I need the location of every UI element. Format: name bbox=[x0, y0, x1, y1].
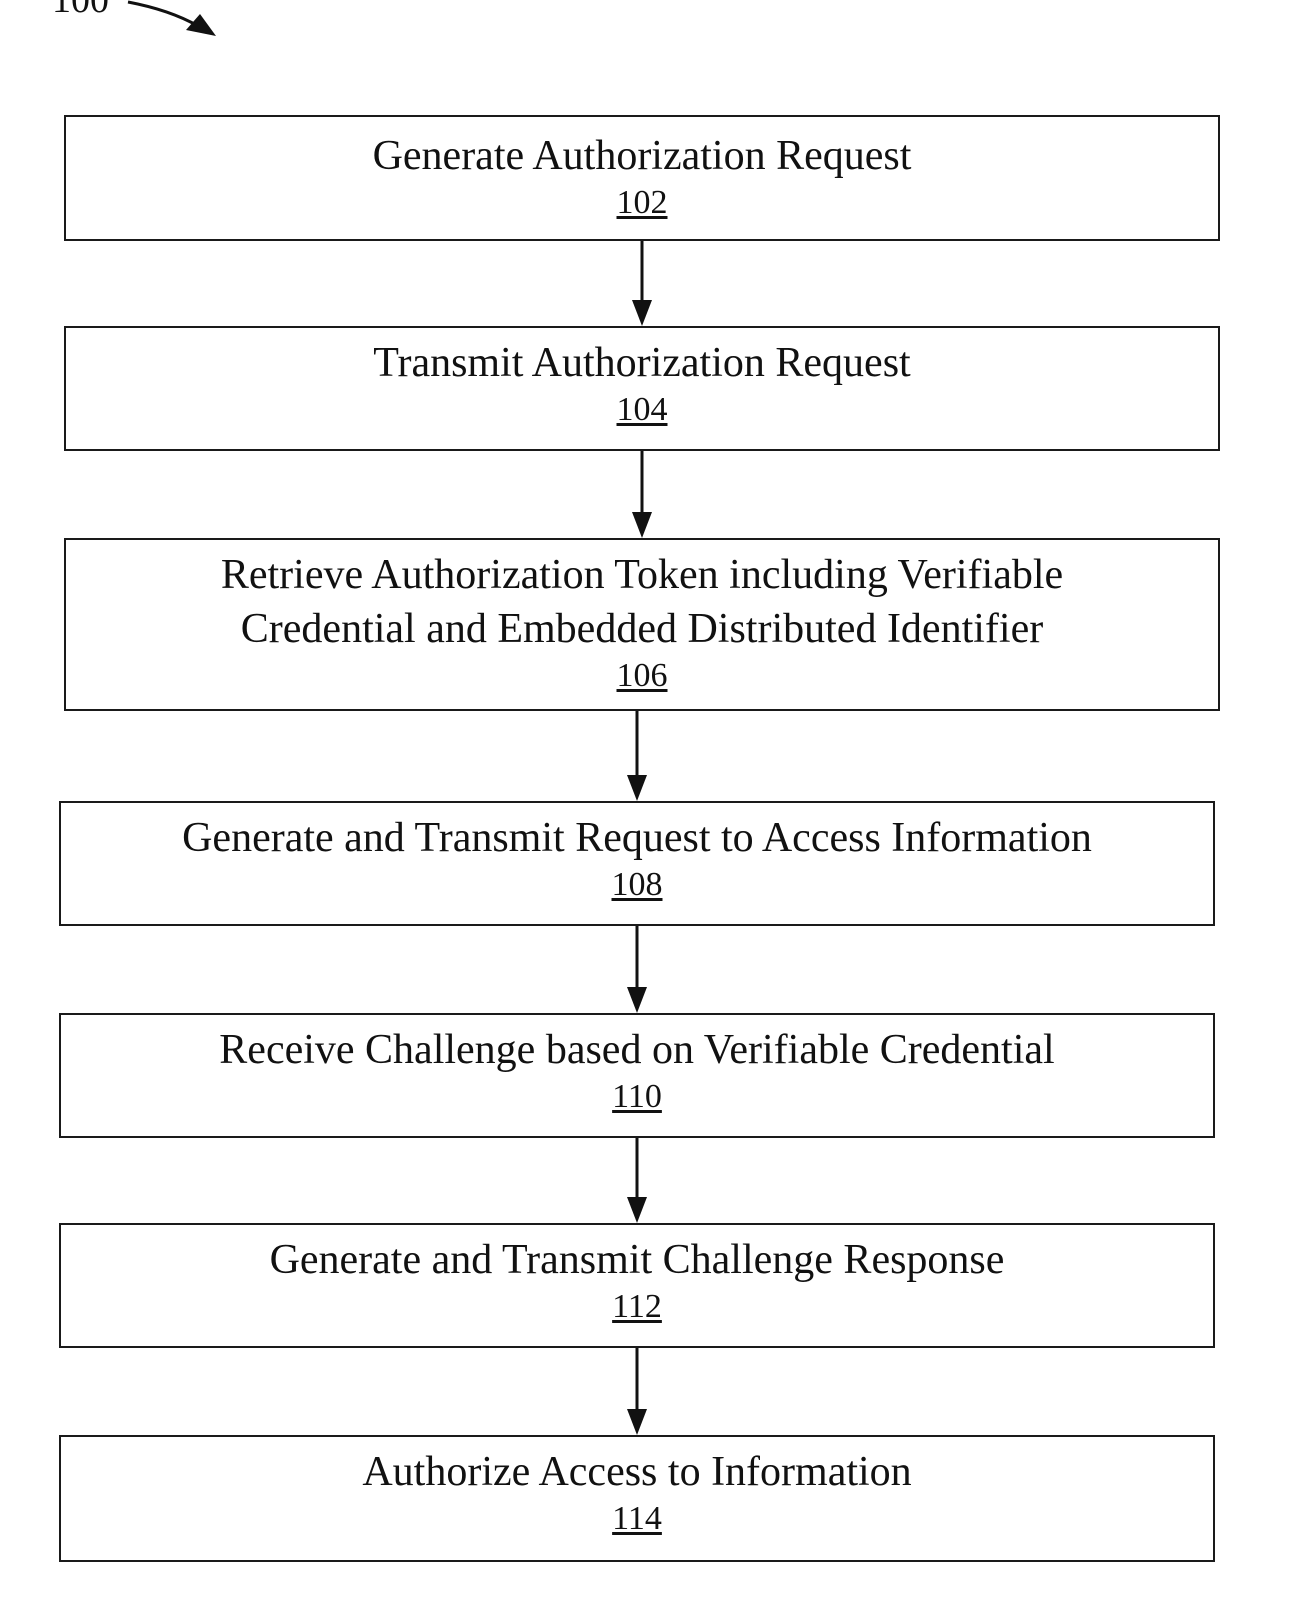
arrow-104-to-106 bbox=[632, 451, 652, 538]
arrow-112-to-114 bbox=[627, 1348, 647, 1435]
arrow-108-to-110 bbox=[627, 926, 647, 1013]
arrow-106-to-108 bbox=[627, 711, 647, 801]
arrow-110-to-112 bbox=[627, 1138, 647, 1223]
arrow-102-to-104 bbox=[632, 241, 652, 326]
